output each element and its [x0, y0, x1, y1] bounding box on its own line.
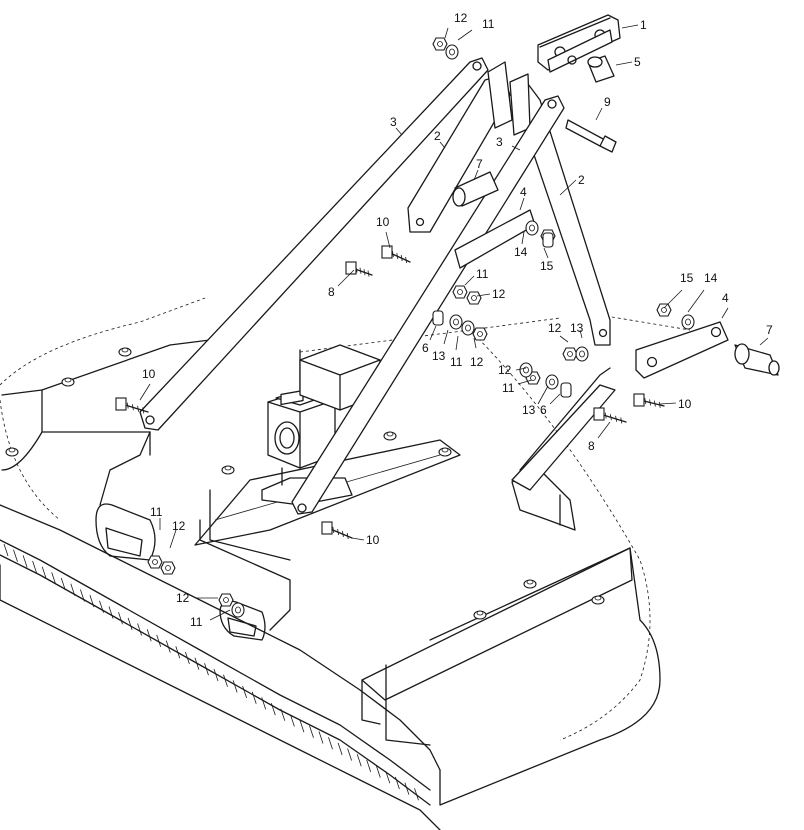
callout-2: 2: [578, 173, 585, 187]
mower-deck: [0, 297, 691, 830]
callout-15: 15: [680, 271, 694, 285]
bolt: [565, 119, 617, 153]
callout-leaders: [139, 24, 769, 621]
callout-6: 6: [422, 341, 429, 355]
callout-12: 12: [492, 287, 506, 301]
callout-8: 8: [588, 439, 595, 453]
callout-9: 9: [604, 95, 611, 109]
callout-12: 12: [454, 11, 468, 25]
bushing: [587, 55, 615, 83]
callout-7: 7: [476, 157, 483, 171]
callout-13: 13: [570, 321, 584, 335]
callout-10: 10: [678, 397, 692, 411]
callout-11: 11: [476, 267, 489, 281]
callout-12: 12: [470, 355, 484, 369]
callout-11: 11: [150, 505, 163, 519]
callout-8: 8: [328, 285, 335, 299]
top-link-plate: [537, 14, 621, 73]
callout-13: 13: [522, 403, 536, 417]
callout-12: 12: [498, 363, 512, 377]
callout-10: 10: [376, 215, 390, 229]
callout-6: 6: [540, 403, 547, 417]
callout-1: 1: [640, 18, 647, 32]
callout-11: 11: [502, 381, 515, 395]
callout-11: 11: [190, 615, 203, 629]
lower-hitch-pin: [734, 343, 780, 376]
callout-10: 10: [142, 367, 156, 381]
callout-7: 7: [766, 323, 773, 337]
callout-4: 4: [520, 185, 527, 199]
callout-14: 14: [704, 271, 718, 285]
lower-link-strap: [635, 321, 729, 379]
callout-3: 3: [496, 135, 503, 149]
callout-12: 12: [172, 519, 186, 533]
callout-12: 12: [176, 591, 190, 605]
callout-2: 2: [434, 129, 441, 143]
callout-14: 14: [514, 245, 528, 259]
callout-labels: 1 5 12 11 9 3 2 3 7 2 4 14 15 10 8 11 12…: [142, 11, 773, 629]
callout-13: 13: [432, 349, 446, 363]
callout-11: 11: [482, 17, 495, 31]
callout-4: 4: [722, 291, 729, 305]
callout-11: 11: [450, 355, 463, 369]
hitch-frame: [139, 57, 616, 515]
callout-3: 3: [390, 115, 397, 129]
callout-5: 5: [634, 55, 641, 69]
callout-10: 10: [366, 533, 380, 547]
callout-15: 15: [540, 259, 554, 273]
callout-12: 12: [548, 321, 562, 335]
